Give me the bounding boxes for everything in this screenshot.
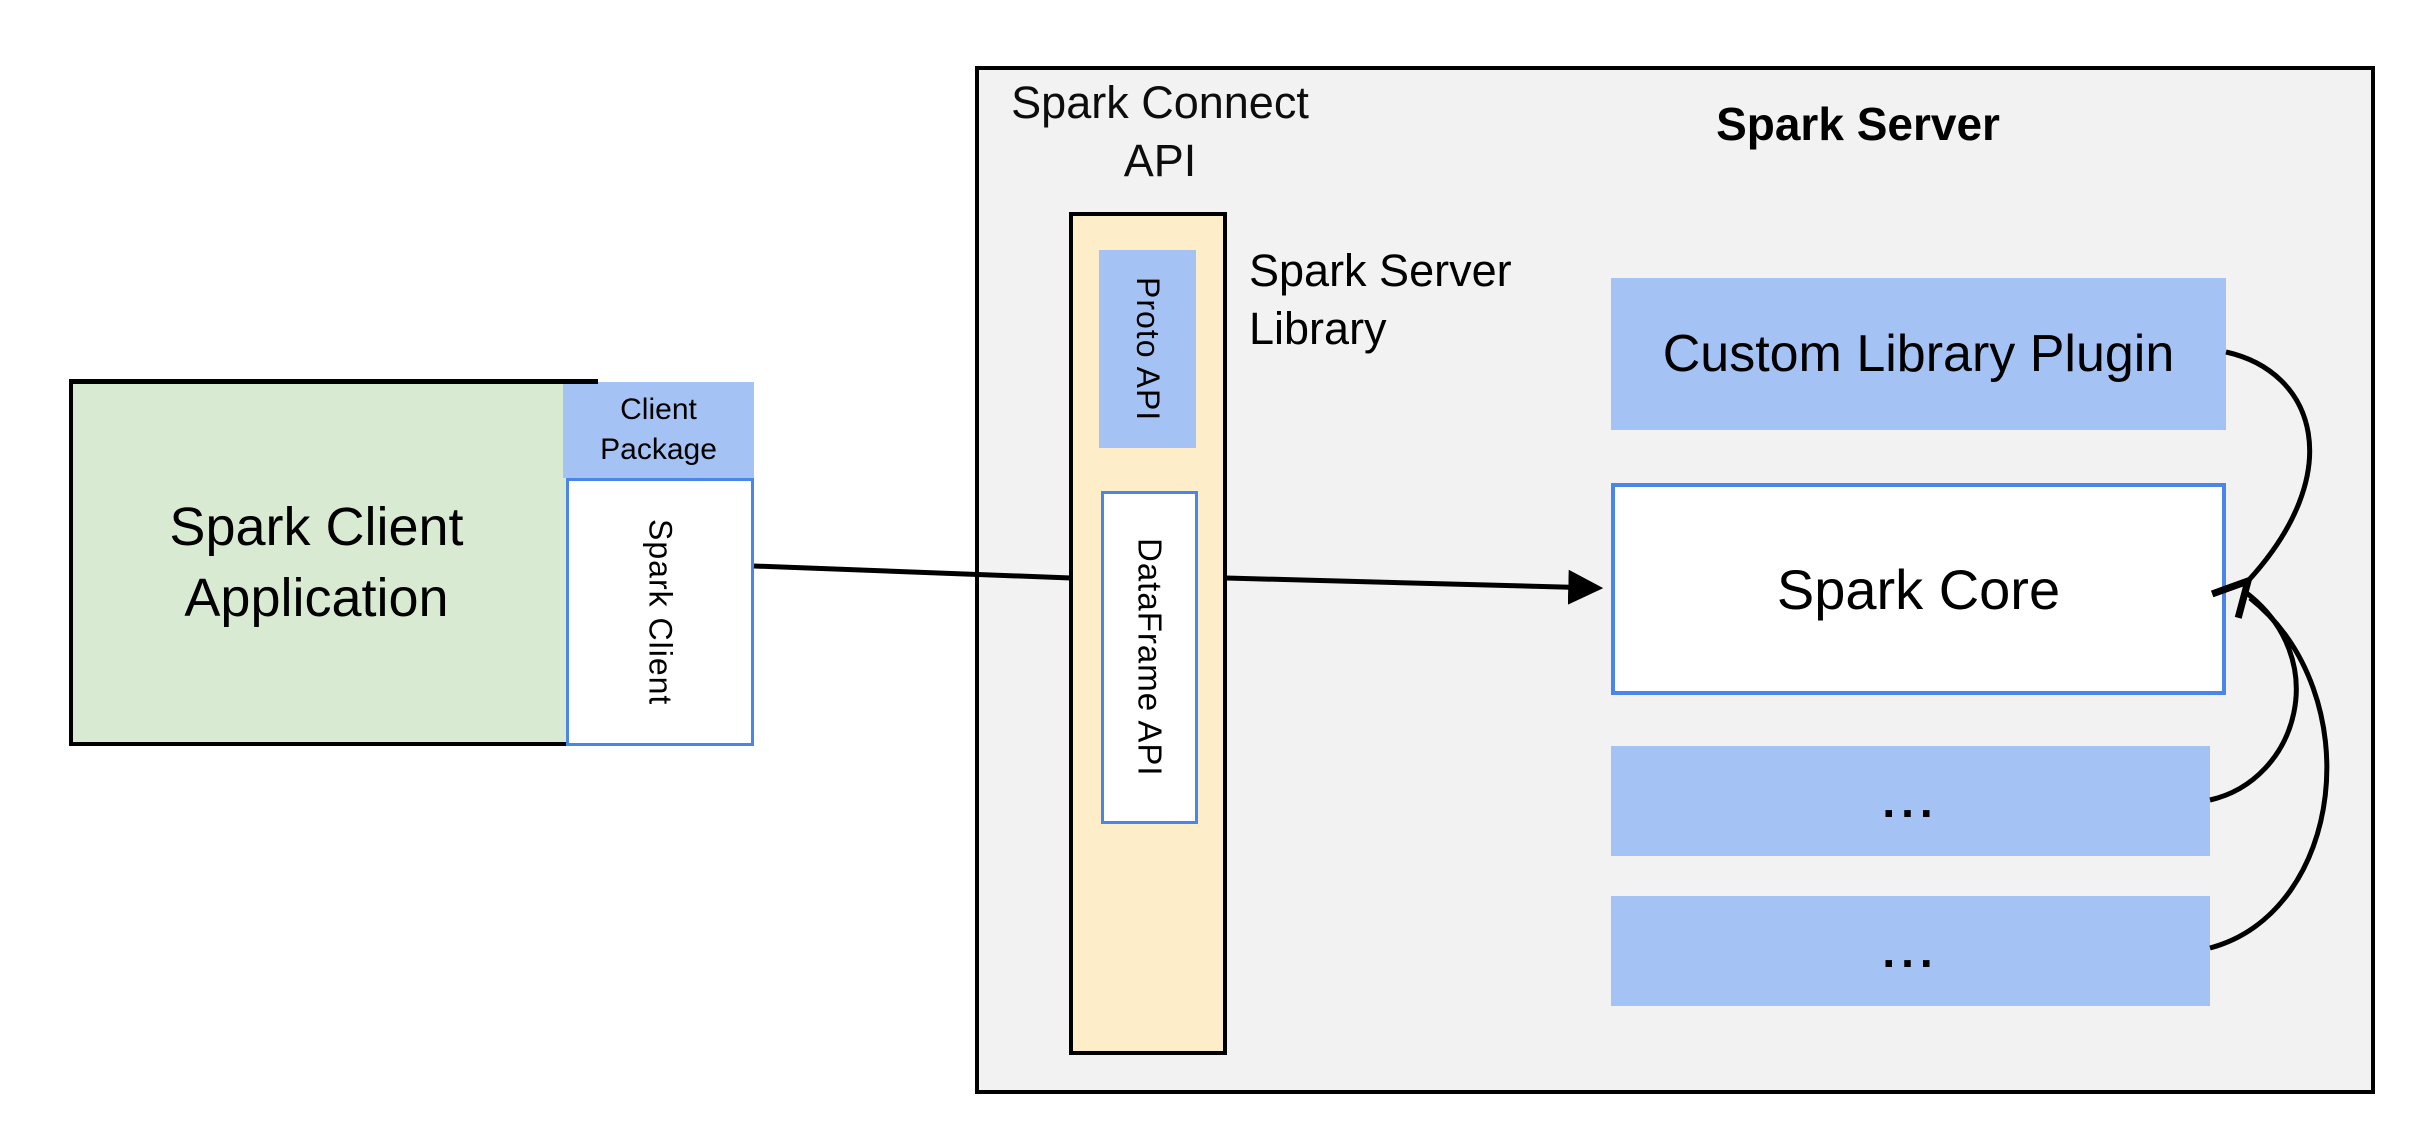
spark-core-box: Spark Core [1611,483,2226,695]
spark-server-library-label-line2: Library [1249,303,1387,354]
ellipsis-box-2: ... [1611,896,2210,1006]
proto-api-label: Proto API [1130,276,1166,422]
spark-core-label: Spark Core [1776,557,2061,621]
client-package-box: Client Package [563,382,754,478]
spark-client-application-label-line1: Spark Client [169,496,464,557]
ellipsis-label-1: ... [1882,775,1939,827]
spark-connect-api-label-line2: API [1123,135,1197,186]
spark-server-library-label: Spark Server Library [1249,242,1609,358]
custom-library-plugin-box: Custom Library Plugin [1611,278,2226,430]
spark-client-box: Spark Client [566,478,754,746]
proto-api-box: Proto API [1099,250,1196,448]
client-box-top-border [69,379,598,384]
custom-library-plugin-label: Custom Library Plugin [1662,325,2175,383]
client-package-label-line2: Package [600,433,717,466]
ellipsis-box-1: ... [1611,746,2210,856]
ellipsis-label-2: ... [1882,925,1939,977]
spark-client-application-box [69,379,598,746]
spark-connect-api-label: Spark Connect API [982,74,1338,190]
spark-connect-api-label-line1: Spark Connect [1011,77,1309,128]
dataframe-api-label: DataFrame API [1131,538,1169,777]
client-package-label-line1: Client [620,393,697,426]
dataframe-api-box: DataFrame API [1101,491,1198,824]
spark-client-label: Spark Client [642,518,679,706]
spark-client-application-label: Spark Client Application [69,379,564,746]
spark-client-application-label-line2: Application [184,567,449,628]
spark-server-library-label-line1: Spark Server [1249,245,1512,296]
spark-server-title: Spark Server [1716,98,2000,150]
